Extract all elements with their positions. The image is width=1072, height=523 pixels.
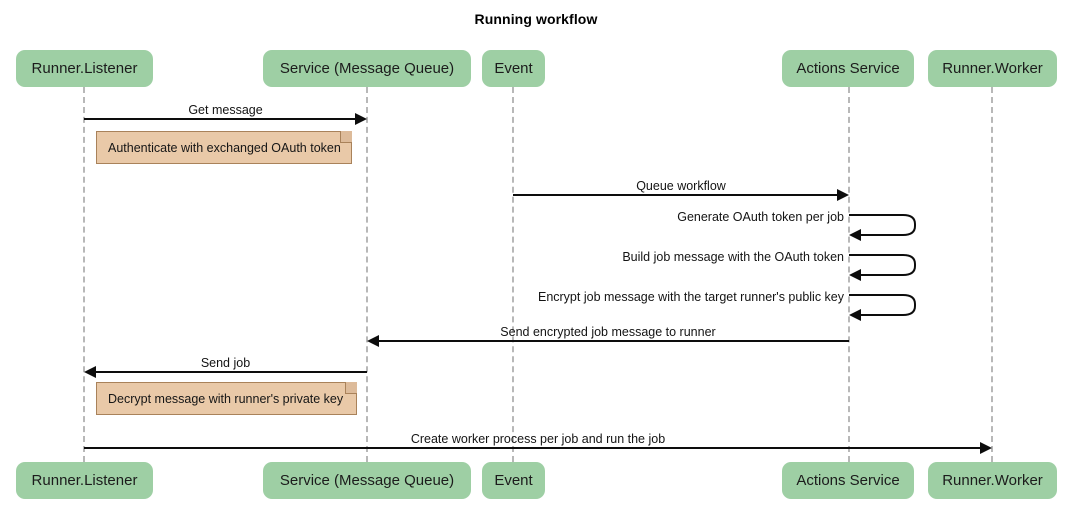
message-label-build-job-message-with-the-oauth-token: Build job message with the OAuth token [622, 250, 844, 264]
participant-runner-listener-top[interactable]: Runner.Listener [16, 50, 153, 87]
participant-event-bottom[interactable]: Event [482, 462, 545, 499]
arrowhead-send-job [84, 366, 96, 378]
arrowhead-send-encrypted-job-message-to-runner [367, 335, 379, 347]
message-label-send-encrypted-job-message-to-runner: Send encrypted job message to runner [500, 325, 716, 339]
lifeline-event [512, 87, 514, 462]
lifeline-actions-service [848, 87, 850, 462]
arrowhead-queue-workflow [837, 189, 849, 201]
message-label-get-message: Get message [188, 103, 263, 117]
message-label-create-worker-process-per-job-and-run-the-job: Create worker process per job and run th… [410, 432, 666, 446]
note-text: Authenticate with exchanged OAuth token [108, 140, 341, 155]
message-line-get-message [84, 118, 355, 120]
message-label-send-job: Send job [200, 356, 251, 370]
note-fold-corner-icon [340, 131, 352, 143]
message-label-generate-oauth-token-per-job: Generate OAuth token per job [677, 210, 844, 224]
participant-service-message-queue-top[interactable]: Service (Message Queue) [263, 50, 471, 87]
message-label-encrypt-job-message-with-the-target-runners-public-key: Encrypt job message with the target runn… [537, 290, 844, 304]
participant-actions-service-bottom[interactable]: Actions Service [782, 462, 914, 499]
message-line-send-job [96, 371, 367, 373]
message-line-queue-workflow [513, 194, 837, 196]
page-title: Running workflow [474, 11, 598, 27]
note-fold-corner-icon [345, 382, 357, 394]
note-decrypt-message-with-runners-private-key: Decrypt message with runner's private ke… [96, 382, 357, 415]
note-authenticate-with-exchanged-oauth-token: Authenticate with exchanged OAuth token [96, 131, 352, 164]
message-label-queue-workflow: Queue workflow [636, 179, 726, 193]
self-loop-generate-oauth-token-per-job [845, 208, 925, 244]
participant-runner-worker-bottom[interactable]: Runner.Worker [928, 462, 1057, 499]
self-loop-encrypt-job-message-with-the-target-runners-public-key [845, 288, 925, 324]
lifeline-runner-worker [991, 87, 993, 462]
self-loop-build-job-message-with-the-oauth-token [845, 248, 925, 284]
lifeline-runner-listener [83, 87, 85, 462]
participant-event-top[interactable]: Event [482, 50, 545, 87]
participant-runner-worker-top[interactable]: Runner.Worker [928, 50, 1057, 87]
participant-actions-service-top[interactable]: Actions Service [782, 50, 914, 87]
arrowhead-get-message [355, 113, 367, 125]
participant-runner-listener-bottom[interactable]: Runner.Listener [16, 462, 153, 499]
arrowhead-create-worker-process-per-job-and-run-the-job [980, 442, 992, 454]
message-line-create-worker-process-per-job-and-run-the-job [84, 447, 980, 449]
message-line-send-encrypted-job-message-to-runner [379, 340, 849, 342]
participant-service-message-queue-bottom[interactable]: Service (Message Queue) [263, 462, 471, 499]
lifeline-service-message-queue [366, 87, 368, 462]
note-text: Decrypt message with runner's private ke… [108, 391, 344, 406]
